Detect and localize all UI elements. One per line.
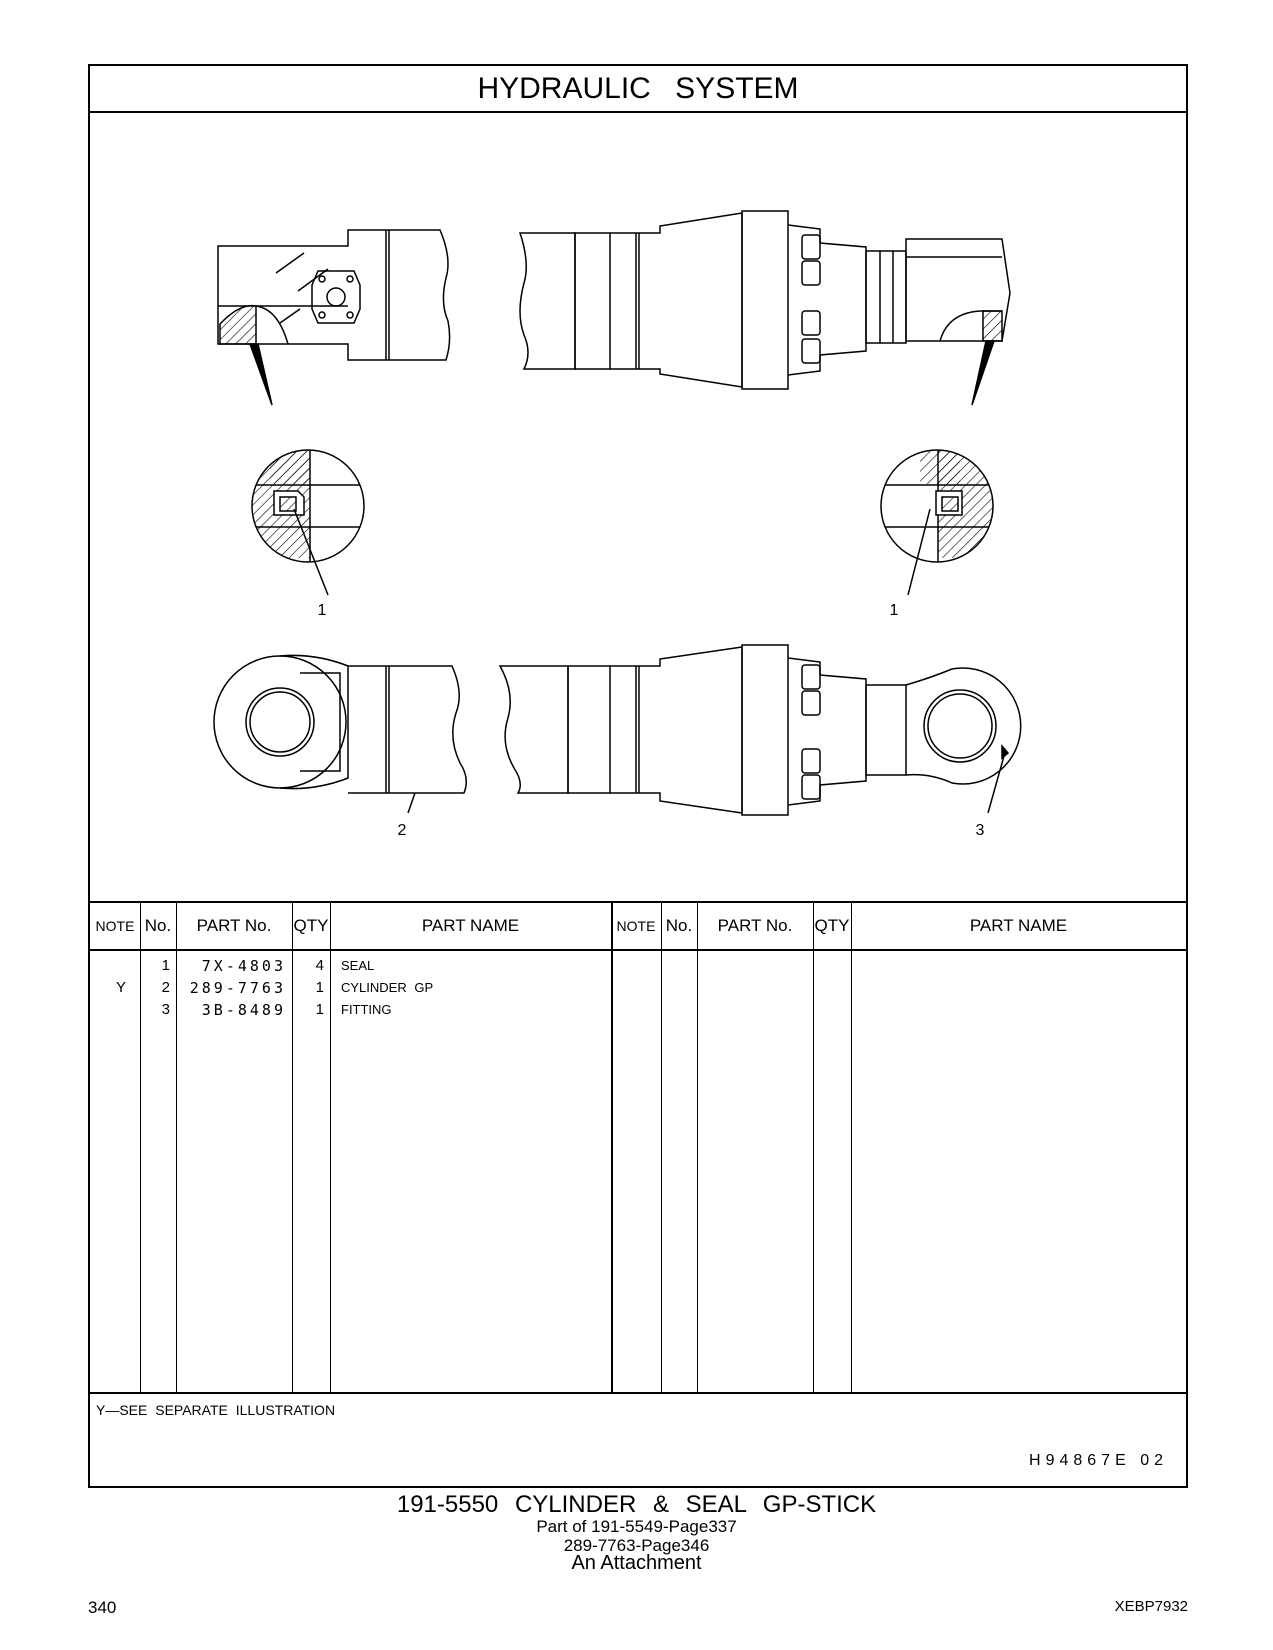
group-title: 191-5550 CYLINDER & SEAL GP-STICK [396, 1491, 877, 1518]
caption-reference: 289-7763-Page346 [563, 1536, 710, 1555]
footnote: Y—SEE SEPARATE ILLUSTRATION [96, 1402, 336, 1418]
header-part-name-2: PART NAME [969, 916, 1068, 935]
document-id: XEBP7932 [1114, 1598, 1188, 1615]
bottom-left-cylinder-section [213, 654, 467, 814]
table-row-3-qty: 1 [315, 1001, 324, 1018]
header-note: NOTE [95, 918, 135, 934]
table-row-2-note: Y [115, 979, 126, 996]
page-frame: HYDRAULIC SYSTEM [88, 64, 1188, 1488]
header-no: No. [144, 916, 172, 935]
table-row-1-no: 1 [161, 957, 170, 974]
top-right-cylinder-section [518, 210, 1011, 596]
header-part-no-2: PART No. [717, 916, 793, 935]
section-title: HYDRAULIC SYSTEM [90, 66, 1186, 113]
callout-3: 3 [976, 822, 985, 839]
callout-2: 2 [398, 822, 407, 839]
callout-1-right: 1 [890, 602, 899, 619]
table-row-1-name: SEAL [341, 958, 375, 973]
callout-1-left: 1 [318, 602, 327, 619]
table-row-3-part-no: 3B-8489 [201, 1001, 286, 1019]
illustration-reference: H94867E 02 [1029, 1452, 1168, 1469]
caption-attachment: An Attachment [571, 1552, 702, 1574]
bottom-right-cylinder-section [498, 644, 1022, 816]
header-qty: QTY [293, 916, 329, 935]
table-row-3-note [90, 999, 134, 1021]
table-row-3-name: FITTING [341, 1002, 392, 1017]
table-row-1-note [90, 955, 134, 977]
header-no-2: No. [665, 916, 693, 935]
table-row-2-qty: 1 [315, 979, 324, 996]
table-row-2-name: CYLINDER GP [341, 980, 434, 995]
parts-table: NOTE No. PART No. QTY PART NAME NOTE No.… [90, 901, 1186, 1394]
table-row-3-no: 3 [161, 1001, 170, 1018]
header-qty-2: QTY [814, 916, 850, 935]
cylinder-illustration: 1 1 2 3 [213, 210, 1022, 839]
header-part-name: PART NAME [421, 916, 520, 935]
table-row-2-part-no: 289-7763 [189, 979, 286, 997]
table-row-1-part-no: 7X-4803 [201, 957, 286, 975]
caption-part-of: Part of 191-5549-Page337 [536, 1517, 737, 1536]
header-part-no: PART No. [196, 916, 272, 935]
page-number: 340 [88, 1598, 117, 1617]
table-row-2-no: 2 [161, 979, 170, 996]
table-row-1-qty: 4 [315, 957, 324, 974]
top-left-cylinder-section [217, 229, 451, 596]
header-note-2: NOTE [616, 918, 656, 934]
